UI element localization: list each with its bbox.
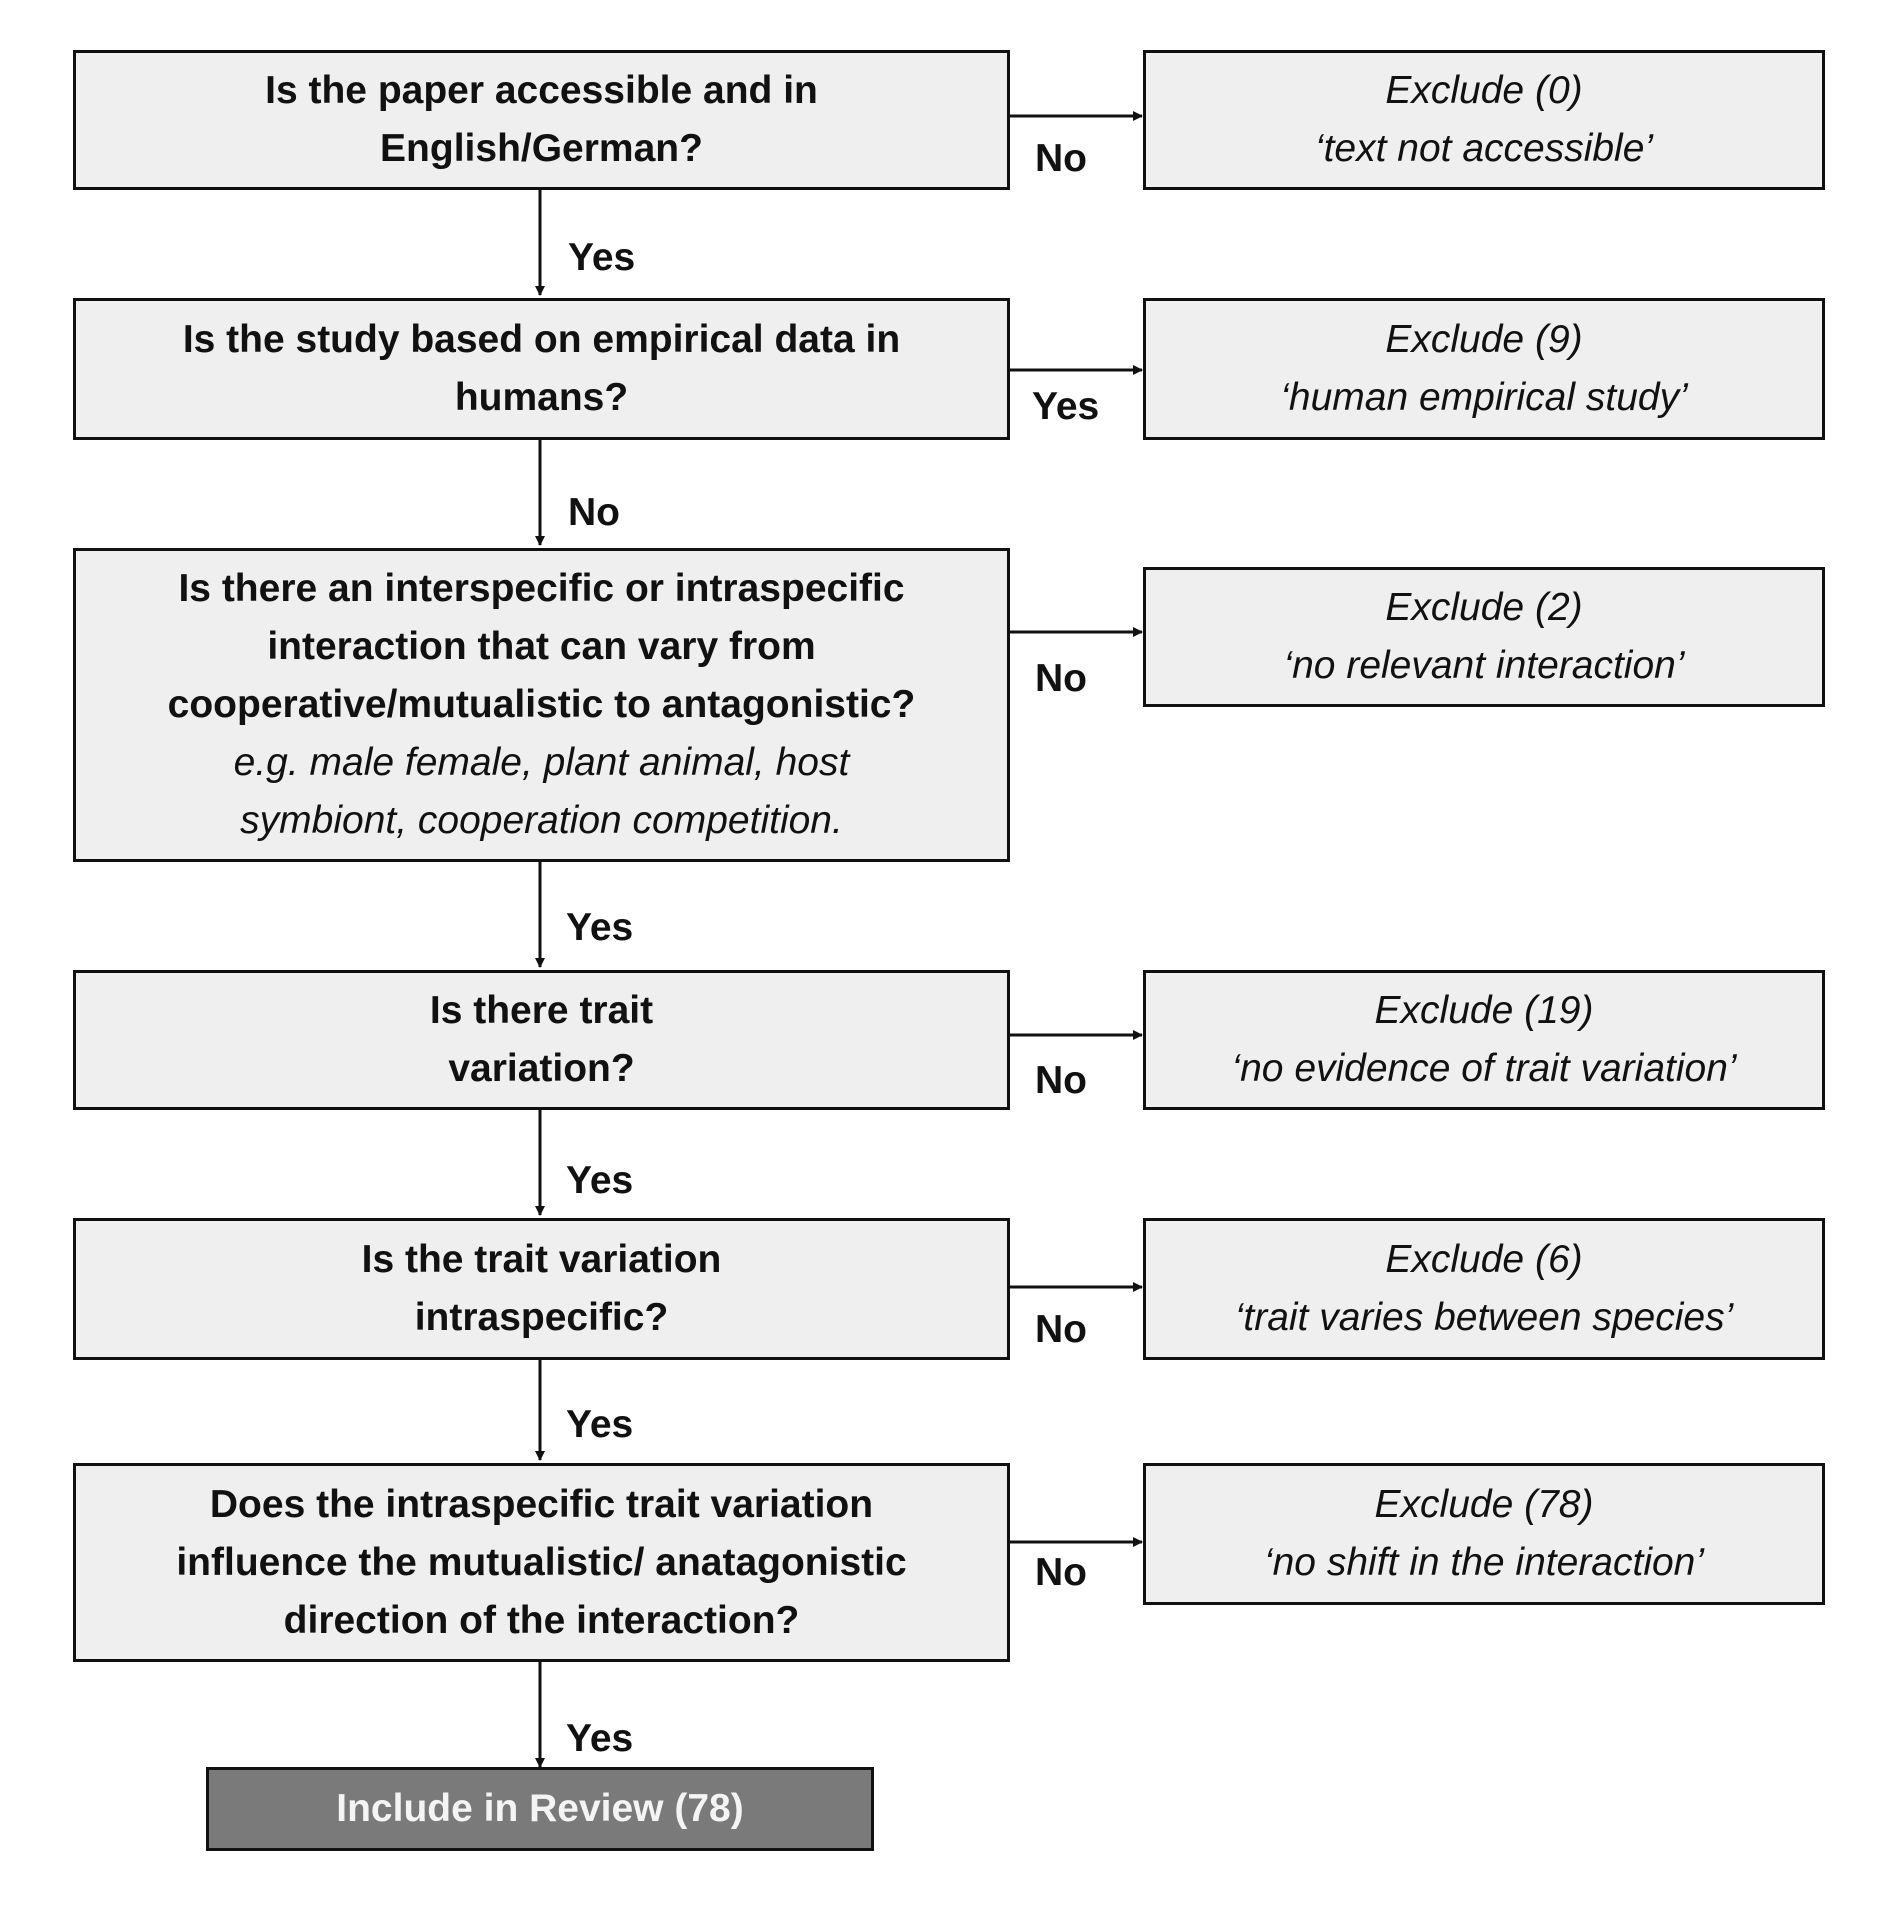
exclude-title: Exclude (9): [1385, 318, 1583, 361]
question-text: interaction that can vary from: [267, 625, 816, 668]
question-text: Is there an interspecific or intraspecif…: [178, 567, 905, 610]
down-label-2: No: [568, 491, 620, 534]
question-text: humans?: [454, 376, 629, 419]
question-text: English/German?: [380, 127, 703, 170]
question-text: variation?: [448, 1047, 635, 1090]
exclude-reason: ‘human empirical study’: [1280, 376, 1688, 419]
exclude-box-2: Exclude (9) ‘human empirical study’: [1143, 298, 1825, 440]
down-label-5: Yes: [566, 1403, 634, 1446]
question-box-4: Is there trait variation?: [73, 970, 1010, 1110]
down-label-4: Yes: [566, 1159, 634, 1202]
question-text: intraspecific?: [414, 1296, 669, 1339]
exclude-title: Exclude (2): [1385, 586, 1583, 629]
down-label-1: Yes: [568, 236, 636, 279]
question-text: direction of the interaction?: [283, 1598, 800, 1642]
question-text: cooperative/mutualistic to antagonistic?: [167, 683, 916, 726]
question-box-6: Does the intraspecific trait variation i…: [73, 1463, 1010, 1662]
side-label-1: No: [1035, 137, 1087, 180]
question-text: Is the paper accessible and in: [265, 69, 818, 112]
side-label-3: No: [1035, 657, 1087, 700]
exclude-title: Exclude (6): [1385, 1238, 1583, 1281]
side-label-5: No: [1035, 1308, 1087, 1351]
question-box-2: Is the study based on empirical data in …: [73, 298, 1010, 440]
question-text: Is the trait variation: [361, 1238, 722, 1281]
question-text: Does the intraspecific trait variation: [209, 1482, 874, 1526]
exclude-title: Exclude (78): [1374, 1483, 1594, 1526]
exclude-reason: ‘no evidence of trait variation’: [1231, 1047, 1737, 1090]
question-box-3: Is there an interspecific or intraspecif…: [73, 548, 1010, 862]
exclude-box-5: Exclude (6) ‘trait varies between specie…: [1143, 1218, 1825, 1360]
side-label-2: Yes: [1032, 385, 1100, 428]
question-box-1: Is the paper accessible and in English/G…: [73, 50, 1010, 190]
question-box-5: Is the trait variation intraspecific?: [73, 1218, 1010, 1360]
exclude-title: Exclude (0): [1385, 69, 1583, 112]
question-text: influence the mutualistic/ anatagonistic: [176, 1540, 907, 1584]
include-label: Include in Review (78): [336, 1787, 744, 1830]
exclude-box-4: Exclude (19) ‘no evidence of trait varia…: [1143, 970, 1825, 1110]
question-text: Is the study based on empirical data in: [182, 318, 901, 361]
exclude-reason: ‘no shift in the interaction’: [1263, 1541, 1705, 1584]
down-label-3: Yes: [566, 906, 634, 949]
exclude-reason: ‘trait varies between species’: [1234, 1296, 1734, 1339]
side-label-4: No: [1035, 1059, 1087, 1102]
exclude-box-3: Exclude (2) ‘no relevant interaction’: [1143, 567, 1825, 707]
exclude-box-1: Exclude (0) ‘text not accessible’: [1143, 50, 1825, 190]
question-text: Is there trait: [429, 989, 654, 1032]
exclude-reason: ‘no relevant interaction’: [1283, 644, 1685, 687]
down-label-6: Yes: [566, 1717, 634, 1760]
exclude-reason: ‘text not accessible’: [1314, 127, 1654, 170]
question-example-text: e.g. male female, plant animal, host: [233, 741, 850, 784]
exclude-title: Exclude (19): [1374, 989, 1594, 1032]
exclude-box-6: Exclude (78) ‘no shift in the interactio…: [1143, 1463, 1825, 1605]
include-box: Include in Review (78): [206, 1767, 874, 1851]
side-label-6: No: [1035, 1551, 1087, 1594]
question-example-text: symbiont, cooperation competition.: [240, 799, 843, 842]
